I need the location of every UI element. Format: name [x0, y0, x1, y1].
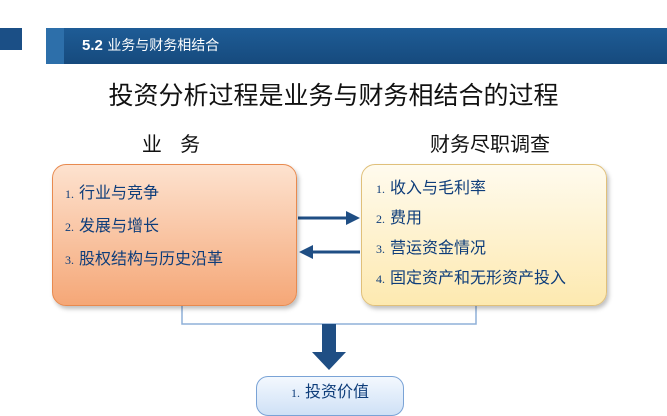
- business-item-1: 1. 行业与竞争: [65, 179, 296, 212]
- bracket-connector: [181, 306, 477, 325]
- item-text: 营运资金情况: [390, 238, 487, 257]
- section-title-text: 业务与财务相结合: [107, 38, 220, 54]
- arrow-left-head: [299, 245, 313, 259]
- item-number: 1.: [376, 182, 385, 196]
- item-text: 收入与毛利率: [390, 178, 487, 197]
- item-text: 固定资产和无形资产投入: [390, 268, 567, 287]
- business-item-3: 3. 股权结构与历史沿革: [65, 245, 296, 278]
- section-title: 5.2 业务与财务相结合: [82, 28, 219, 64]
- item-number: 3.: [65, 253, 74, 267]
- header-left-block: [0, 28, 22, 50]
- item-text: 投资价值: [304, 382, 369, 401]
- business-heading: 业 务: [141, 132, 207, 156]
- business-item-2: 2. 发展与增长: [65, 212, 296, 245]
- finance-item-2: 2. 费用: [376, 205, 606, 235]
- item-text: 费用: [390, 208, 423, 227]
- finance-item-3: 3. 营运资金情况: [376, 235, 606, 265]
- item-number: 4.: [376, 272, 385, 286]
- item-number: 1.: [290, 386, 300, 400]
- finance-item-1: 1. 收入与毛利率: [376, 175, 606, 205]
- business-box: 1. 行业与竞争 2. 发展与增长 3. 股权结构与历史沿革: [52, 164, 297, 306]
- item-text: 股权结构与历史沿革: [79, 249, 224, 268]
- arrow-down-shaft: [322, 324, 336, 354]
- item-number: 2.: [65, 220, 74, 234]
- item-number: 3.: [376, 242, 385, 256]
- section-number: 5.2: [82, 37, 103, 54]
- header-bar: 5.2 业务与财务相结合: [46, 28, 667, 64]
- header-accent: [46, 28, 64, 64]
- finance-heading: 财务尽职调查: [430, 132, 550, 156]
- item-text: 发展与增长: [79, 216, 160, 235]
- slide-title: 投资分析过程是业务与财务相结合的过程: [108, 81, 559, 110]
- item-number: 1.: [65, 187, 74, 201]
- item-text: 行业与竞争: [79, 183, 160, 202]
- arrow-right-head: [346, 211, 360, 225]
- item-number: 2.: [376, 212, 385, 226]
- connector-diagram: [181, 211, 477, 370]
- finance-box: 1. 收入与毛利率 2. 费用 3. 营运资金情况 4. 固定资产和无形资产投入: [361, 164, 607, 306]
- arrow-down-head: [312, 352, 346, 370]
- investment-value-box: 1. 投资价值: [256, 376, 404, 416]
- finance-item-4: 4. 固定资产和无形资产投入: [376, 265, 606, 295]
